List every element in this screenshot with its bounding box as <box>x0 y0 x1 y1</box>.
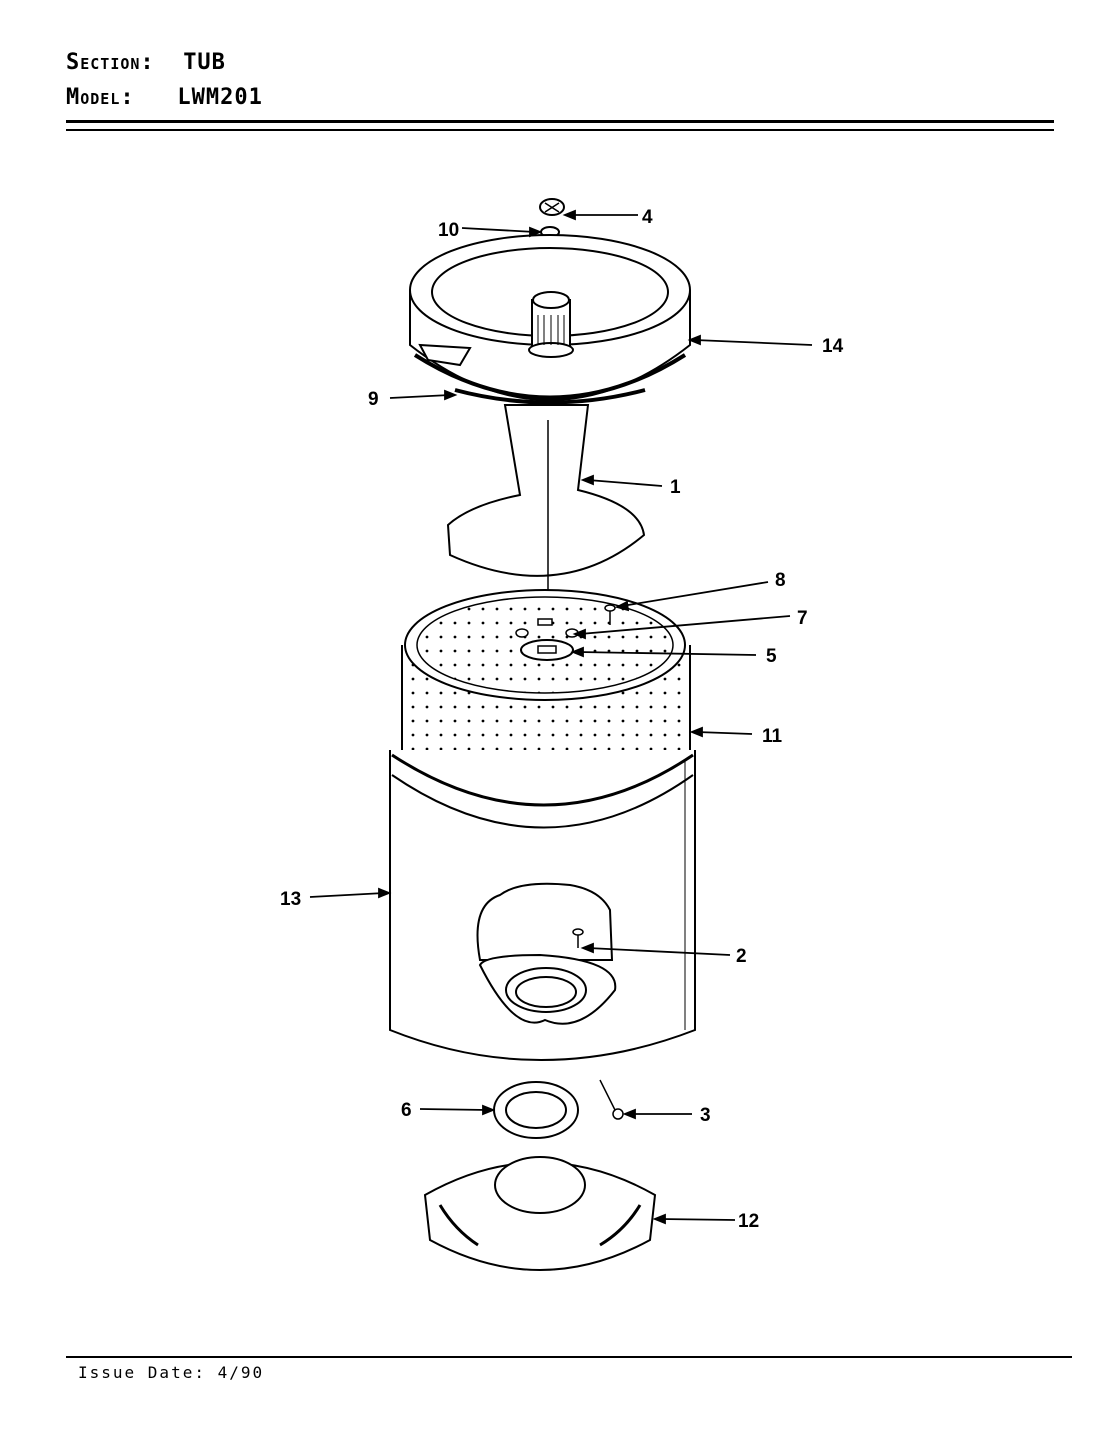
callout-3: 3 <box>700 1105 711 1126</box>
callout-12: 12 <box>738 1211 759 1232</box>
callout-14: 14 <box>822 336 844 357</box>
callout-13: 13 <box>280 889 301 910</box>
callout-11: 11 <box>762 726 783 747</box>
part-13-outer-tub <box>389 750 696 1061</box>
part-12-base <box>423 1156 657 1271</box>
header-rule-top <box>66 120 1054 123</box>
callout-numbers: 1 2 3 4 5 6 7 8 9 10 11 12 13 14 <box>280 207 844 1232</box>
footer-rule <box>66 1356 1072 1358</box>
part-1-agitator <box>446 404 646 610</box>
callout-6: 6 <box>401 1100 412 1121</box>
callout-9: 9 <box>368 389 379 410</box>
part-9-seal <box>454 388 646 405</box>
part-3-bolt <box>599 1079 624 1120</box>
agitator-top-spline <box>528 291 574 358</box>
callout-5: 5 <box>766 646 777 667</box>
callout-7: 7 <box>797 608 808 629</box>
part-4-knob <box>539 198 565 216</box>
model-value: LWM201 <box>177 85 263 110</box>
callout-10: 10 <box>438 220 459 241</box>
section-line: Section: TUB <box>66 50 226 75</box>
section-value: TUB <box>183 50 226 75</box>
part-2-screw <box>572 928 584 948</box>
callout-1: 1 <box>670 477 681 498</box>
part-7-bolts <box>515 618 579 638</box>
leader-lines <box>309 209 813 1225</box>
issue-date-line: Issue Date: 4/90 <box>78 1363 264 1382</box>
section-label: Section: <box>66 50 155 75</box>
header-rule-bottom <box>66 129 1054 131</box>
callout-8: 8 <box>775 570 786 591</box>
part-6-ring <box>493 1081 579 1139</box>
issue-date-label: Issue Date: <box>78 1363 206 1382</box>
callout-4: 4 <box>642 207 653 228</box>
part-5-hub <box>520 639 574 661</box>
model-label: Model: <box>66 85 135 110</box>
part-8-screw <box>604 604 616 625</box>
issue-date-value: 4/90 <box>217 1363 265 1382</box>
callout-2: 2 <box>736 946 747 967</box>
model-line: Model: LWM201 <box>66 85 263 110</box>
